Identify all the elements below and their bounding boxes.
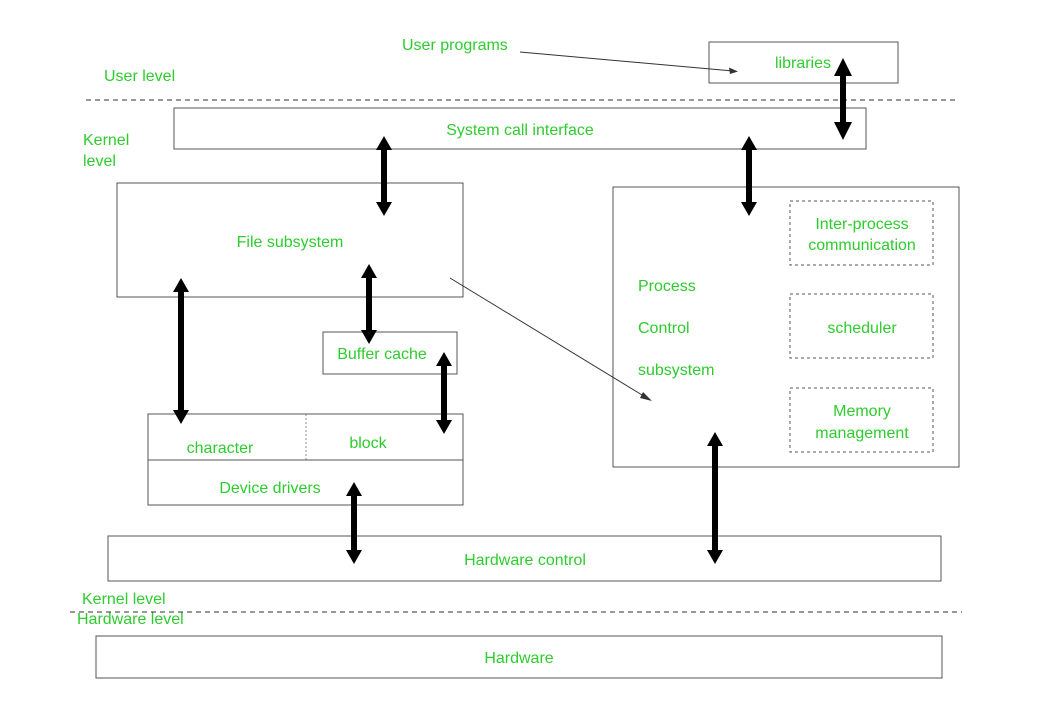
libraries-box [708, 41, 899, 84]
scheduler-box [789, 293, 934, 359]
hardware-label: Hardware [484, 650, 553, 667]
user-level-label: User level [104, 68, 175, 85]
ipc-box [789, 200, 934, 266]
user-programs-arrow-head [729, 67, 738, 74]
user-programs-label: User programs [402, 37, 508, 54]
device-drivers-box [147, 459, 464, 506]
libraries-label: libraries [775, 55, 831, 72]
process-control-subsystem-box [612, 186, 960, 468]
file-buffer-arrow [361, 264, 377, 344]
file-to-process-arrow-head [640, 392, 652, 401]
buffer-block-arrow [436, 352, 452, 434]
kernel-label-line2: level [83, 153, 116, 170]
buffer-cache-label: Buffer cache [337, 346, 427, 363]
file-subsystem-box [116, 182, 464, 298]
process-label-line2: Control [638, 320, 690, 337]
hardware-control-box [107, 535, 942, 582]
device-drivers-label: Device drivers [219, 480, 320, 497]
memory-label-line1: Memory [833, 403, 891, 420]
libraries-syscall-arrow [834, 58, 852, 140]
file-character-arrow [173, 278, 189, 424]
process-label-line1: Process [638, 278, 696, 295]
block-label: block [349, 435, 387, 452]
system-call-interface-label: System call interface [446, 122, 594, 139]
buffer-cache-box [322, 331, 458, 375]
kernel-level-bottom-label: Kernel level [82, 591, 166, 608]
hardware-control-label: Hardware control [464, 552, 586, 569]
user-programs-arrow-line [519, 51, 734, 72]
hardware-box [95, 635, 943, 679]
file-to-process-arrow-line [449, 277, 648, 399]
hardware-level-label: Hardware level [77, 611, 184, 628]
syscall-process-arrow [741, 136, 757, 216]
ipc-label-line1: Inter-process [815, 216, 908, 233]
character-label: character [187, 440, 254, 457]
ipc-label-line2: communication [808, 237, 916, 254]
memory-management-box [789, 387, 934, 453]
syscall-file-arrow [376, 136, 392, 216]
process-label-line3: subsystem [638, 362, 714, 379]
drivers-hwcontrol-arrow [346, 482, 362, 564]
process-hwcontrol-arrow [707, 432, 723, 564]
file-subsystem-label: File subsystem [237, 234, 344, 251]
scheduler-label: scheduler [827, 320, 897, 337]
kernel-label-line1: Kernel [83, 132, 129, 149]
system-call-interface-box [173, 107, 867, 150]
memory-label-line2: management [815, 425, 909, 442]
